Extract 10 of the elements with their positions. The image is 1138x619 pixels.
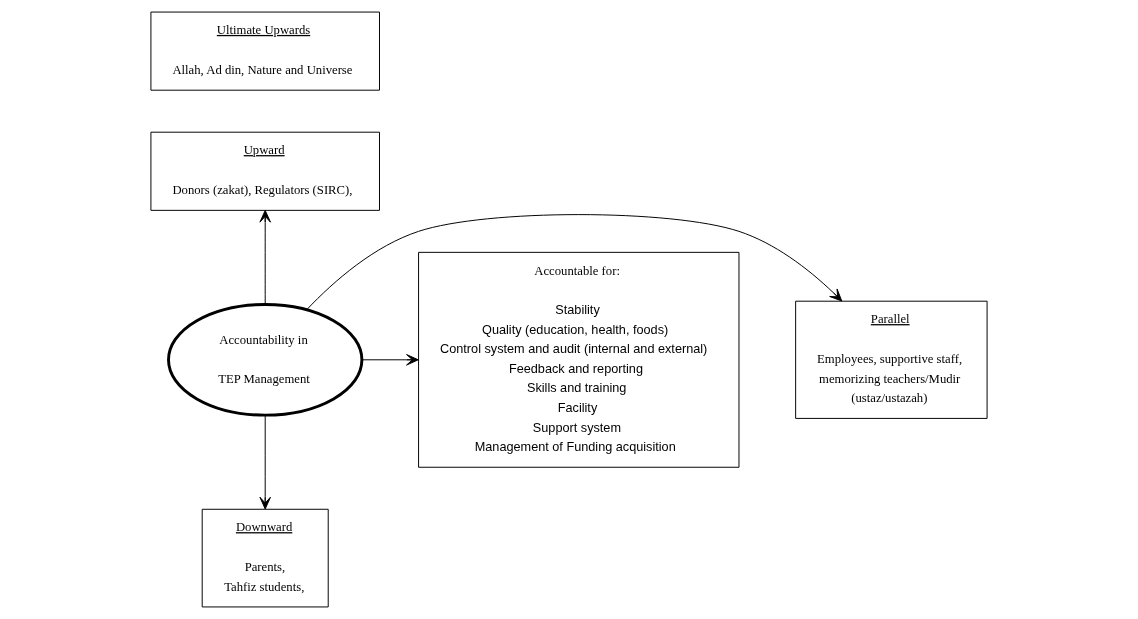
node-box: Downward Parents, Tahfiz students, — [201, 508, 329, 608]
node-ellipse: Accountability in TEP Management — [167, 303, 364, 417]
node-box: Upward Donors (zakat), Regulators (SIRC), — [150, 131, 380, 211]
arrow — [259, 414, 271, 510]
arrow — [361, 354, 419, 366]
node-box: Ultimate Upwards Allah, Ad din, Nature and Universe — [150, 11, 380, 91]
arrow — [259, 209, 271, 305]
node-box: Accountable for: Stability Quality (education, health, foods) Control system and audit (internal and external) Feedback and reporting Skills and training Facility Support system Management of Funding acquisition — [418, 251, 740, 468]
node-box: Parallel Employees, supportive staff, memorizing teachers/Mudir (ustaz/ustazah) — [795, 300, 988, 419]
arrow — [306, 214, 843, 311]
